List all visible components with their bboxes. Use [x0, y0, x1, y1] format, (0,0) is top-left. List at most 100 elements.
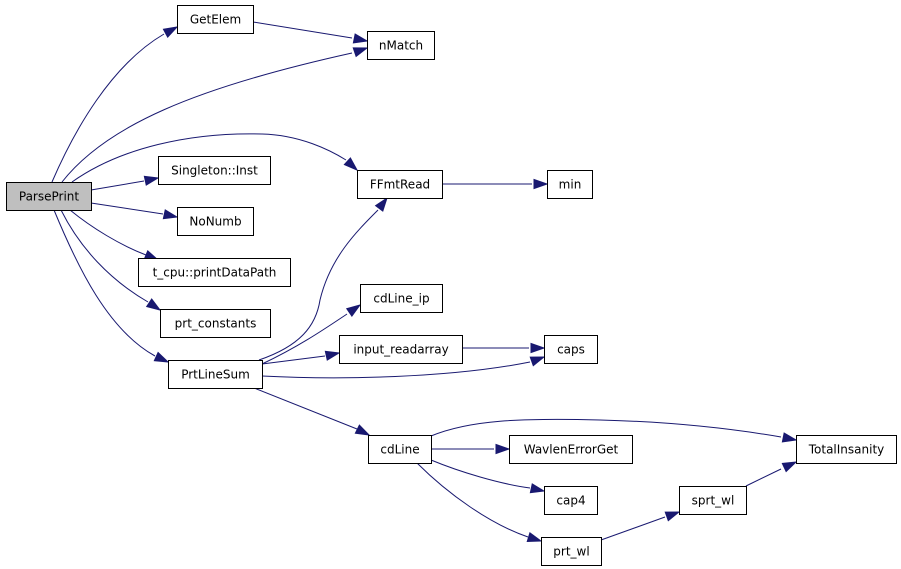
edge-ParsePrint-to-FFmtRead	[71, 133, 359, 183]
node-GetElem[interactable]: GetElem	[177, 5, 254, 34]
node-label: TotalInsanity	[808, 443, 885, 457]
node-min[interactable]: min	[547, 170, 593, 199]
arrowhead-icon	[530, 342, 546, 354]
node-label: ParsePrint	[19, 190, 80, 204]
node-prt_wl[interactable]: prt_wl	[541, 537, 602, 566]
edge-line	[261, 355, 326, 365]
arrowhead-icon	[162, 26, 179, 38]
edge-GetElem-to-nMatch	[252, 21, 369, 44]
node-box[interactable]	[177, 207, 254, 236]
edge-line	[261, 361, 531, 379]
arrowhead-icon	[529, 483, 546, 494]
node-label: cdLine	[380, 443, 419, 457]
edge-PrtLineSum-to-FFmtRead	[258, 196, 388, 361]
node-box[interactable]	[679, 486, 747, 515]
node-printDataPath[interactable]: t_cpu::printDataPath	[138, 258, 291, 287]
node-box[interactable]	[547, 170, 593, 199]
node-NoNumb[interactable]: NoNumb	[177, 207, 254, 236]
arrowhead-icon	[664, 511, 681, 522]
edge-cdLine-to-cap4	[430, 459, 546, 494]
edge-FFmtRead-to-min	[442, 178, 549, 190]
edge-line	[600, 516, 666, 541]
node-box[interactable]	[357, 170, 443, 199]
node-box[interactable]	[541, 537, 602, 566]
node-label: GetElem	[190, 13, 241, 27]
arrowhead-icon	[345, 304, 362, 317]
arrowhead-icon	[354, 424, 371, 436]
node-box[interactable]	[509, 435, 633, 464]
edge-ParsePrint-to-PrtLineSum	[53, 209, 170, 363]
arrowhead-icon	[781, 432, 798, 443]
arrowhead-icon	[374, 196, 388, 212]
edge-line	[252, 21, 353, 39]
edge-line	[61, 52, 353, 183]
edge-sprt_wl-to-TotalInsanity	[745, 461, 798, 487]
edge-line	[261, 313, 348, 365]
edge-line	[253, 387, 358, 430]
node-label: sprt_wl	[692, 494, 735, 508]
node-cdLine_ip[interactable]: cdLine_ip	[360, 284, 443, 313]
node-WavlenErrorGet[interactable]: WavlenErrorGet	[509, 435, 633, 464]
node-label: prt_constants	[175, 317, 257, 331]
edge-line	[430, 459, 531, 489]
node-prt_constants[interactable]: prt_constants	[160, 309, 271, 338]
node-label: NoNumb	[189, 215, 241, 229]
node-label: WavlenErrorGet	[524, 443, 619, 457]
edge-line	[430, 418, 782, 438]
node-box[interactable]	[368, 435, 432, 464]
node-box[interactable]	[177, 5, 254, 34]
arrowhead-icon	[145, 298, 162, 311]
edge-line	[90, 180, 145, 191]
node-box[interactable]	[168, 360, 263, 389]
edge-PrtLineSum-to-caps	[261, 356, 546, 379]
node-label: prt_wl	[553, 545, 589, 559]
node-ParsePrint[interactable]: ParsePrint	[6, 182, 92, 211]
arrowhead-icon	[153, 351, 170, 363]
node-box[interactable]	[160, 309, 271, 338]
edge-prt_wl-to-sprt_wl	[600, 511, 681, 541]
arrowhead-icon	[324, 350, 341, 361]
node-TotalInsanity[interactable]: TotalInsanity	[796, 435, 897, 464]
node-cdLine[interactable]: cdLine	[368, 435, 432, 464]
arrowhead-icon	[162, 209, 179, 220]
edge-ParsePrint-to-nMatch	[61, 47, 369, 183]
node-box[interactable]	[339, 335, 463, 364]
edge-line	[90, 202, 164, 215]
node-box[interactable]	[796, 435, 897, 464]
node-box[interactable]	[6, 182, 92, 211]
edge-line	[258, 209, 379, 361]
node-box[interactable]	[544, 486, 598, 515]
edge-line	[745, 468, 782, 487]
edge-cdLine-to-WavlenErrorGet	[431, 443, 511, 455]
edge-cdLine-to-prt_wl	[416, 462, 543, 543]
node-label: input_readarray	[353, 343, 448, 357]
node-caps[interactable]: caps	[544, 335, 598, 364]
node-input_readarray[interactable]: input_readarray	[339, 335, 463, 364]
node-box[interactable]	[367, 31, 435, 60]
node-box[interactable]	[138, 258, 291, 287]
edge-PrtLineSum-to-cdLine_ip	[261, 304, 362, 365]
node-PrtLineSum[interactable]: PrtLineSum	[168, 360, 263, 389]
node-label: t_cpu::printDataPath	[153, 266, 277, 280]
node-box[interactable]	[544, 335, 598, 364]
node-SingletonInst[interactable]: Singleton::Inst	[158, 156, 271, 185]
node-nMatch[interactable]: nMatch	[367, 31, 435, 60]
edge-PrtLineSum-to-input_readarray	[261, 350, 341, 365]
edge-ParsePrint-to-NoNumb	[90, 202, 179, 220]
arrowhead-icon	[526, 532, 543, 543]
edge-cdLine-to-TotalInsanity	[430, 418, 798, 443]
arrowhead-icon	[781, 461, 798, 473]
node-box[interactable]	[158, 156, 271, 185]
node-sprt_wl[interactable]: sprt_wl	[679, 486, 747, 515]
node-label: min	[559, 178, 582, 192]
node-label: Singleton::Inst	[171, 164, 258, 178]
arrowhead-icon	[352, 33, 369, 44]
node-label: caps	[557, 343, 585, 357]
node-cap4[interactable]: cap4	[544, 486, 598, 515]
edge-line	[53, 209, 156, 357]
node-box[interactable]	[360, 284, 443, 313]
node-label: PrtLineSum	[181, 368, 250, 382]
node-FFmtRead[interactable]: FFmtRead	[357, 170, 443, 199]
arrowhead-icon	[143, 175, 160, 186]
